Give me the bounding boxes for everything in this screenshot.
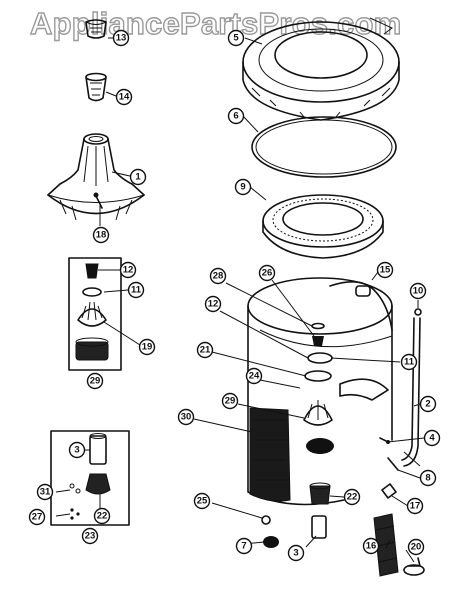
part-1-agitator bbox=[47, 133, 145, 221]
svg-text:16: 16 bbox=[366, 541, 377, 552]
part-18-screw bbox=[93, 192, 103, 209]
svg-text:20: 20 bbox=[411, 542, 422, 553]
svg-text:14: 14 bbox=[119, 92, 130, 103]
callout-13: 13 bbox=[112, 29, 130, 47]
svg-text:12: 12 bbox=[123, 265, 134, 276]
svg-text:30: 30 bbox=[181, 412, 192, 423]
callout-6: 6 bbox=[227, 107, 245, 125]
callout-14: 14 bbox=[115, 88, 133, 106]
svg-text:23: 23 bbox=[85, 531, 96, 542]
callout-12a: 12 bbox=[119, 261, 137, 279]
callout-27: 27 bbox=[28, 508, 46, 526]
svg-text:11: 11 bbox=[131, 285, 142, 296]
callout-24: 24 bbox=[245, 367, 263, 385]
svg-text:22: 22 bbox=[347, 492, 358, 503]
svg-text:31: 31 bbox=[40, 487, 51, 498]
callout-3b: 3 bbox=[287, 544, 305, 562]
svg-text:6: 6 bbox=[233, 111, 238, 122]
callout-31: 31 bbox=[36, 483, 54, 501]
tub-assembly bbox=[247, 277, 425, 577]
part-13-cap bbox=[85, 19, 107, 39]
callout-22a: 22 bbox=[93, 507, 111, 525]
svg-text:5: 5 bbox=[233, 33, 239, 44]
svg-text:21: 21 bbox=[200, 345, 211, 356]
callout-8: 8 bbox=[419, 469, 437, 487]
callout-23: 23 bbox=[81, 527, 99, 545]
svg-text:1: 1 bbox=[135, 172, 141, 183]
svg-text:18: 18 bbox=[96, 230, 107, 241]
svg-text:2: 2 bbox=[425, 399, 430, 410]
callout-11a: 11 bbox=[127, 281, 145, 299]
svg-text:29: 29 bbox=[225, 396, 236, 407]
svg-text:25: 25 bbox=[197, 496, 208, 507]
callout-10: 10 bbox=[409, 282, 427, 300]
callout-30: 30 bbox=[177, 408, 195, 426]
svg-text:13: 13 bbox=[116, 33, 127, 44]
part-9-ring bbox=[262, 194, 384, 259]
callout-12b: 12 bbox=[204, 295, 222, 313]
callout-5: 5 bbox=[227, 29, 245, 47]
svg-text:29: 29 bbox=[90, 376, 101, 387]
svg-text:3: 3 bbox=[293, 548, 298, 559]
svg-text:15: 15 bbox=[380, 265, 391, 276]
svg-text:19: 19 bbox=[142, 342, 153, 353]
svg-text:3: 3 bbox=[74, 445, 79, 456]
svg-text:4: 4 bbox=[429, 433, 435, 444]
callout-3a: 3 bbox=[68, 441, 86, 459]
callout-4: 4 bbox=[423, 429, 441, 447]
callout-19: 19 bbox=[138, 338, 156, 356]
svg-text:7: 7 bbox=[241, 541, 246, 552]
callout-17: 17 bbox=[406, 497, 424, 515]
callout-1: 1 bbox=[129, 168, 147, 186]
svg-text:27: 27 bbox=[32, 512, 43, 523]
callout-2: 2 bbox=[419, 395, 437, 413]
leader-lines bbox=[55, 37, 425, 563]
callout-22b: 22 bbox=[343, 488, 361, 506]
box-23-kit bbox=[50, 430, 130, 526]
svg-text:10: 10 bbox=[413, 286, 424, 297]
svg-text:8: 8 bbox=[425, 473, 430, 484]
box-29-assembly bbox=[68, 257, 122, 371]
callout-21: 21 bbox=[196, 341, 214, 359]
callout-11b: 11 bbox=[400, 353, 418, 371]
svg-text:28: 28 bbox=[213, 271, 224, 282]
svg-text:22: 22 bbox=[97, 511, 108, 522]
callout-16: 16 bbox=[362, 537, 380, 555]
part-6-gasket bbox=[251, 116, 397, 178]
svg-text:17: 17 bbox=[410, 501, 421, 512]
callout-9: 9 bbox=[234, 178, 252, 196]
part-14-cap bbox=[85, 72, 107, 102]
svg-text:9: 9 bbox=[240, 182, 245, 193]
callout-7: 7 bbox=[235, 537, 253, 555]
part-5-tub-ring bbox=[242, 17, 400, 121]
callout-18: 18 bbox=[92, 226, 110, 244]
svg-text:26: 26 bbox=[262, 268, 273, 279]
callout-25: 25 bbox=[193, 492, 211, 510]
callout-28: 28 bbox=[209, 267, 227, 285]
callout-15: 15 bbox=[376, 261, 394, 279]
callout-20: 20 bbox=[407, 538, 425, 556]
callout-26: 26 bbox=[258, 264, 276, 282]
svg-text:11: 11 bbox=[404, 357, 415, 368]
callout-29b: 29 bbox=[221, 392, 239, 410]
callout-29a: 29 bbox=[86, 372, 104, 390]
svg-text:12: 12 bbox=[208, 299, 219, 310]
svg-text:24: 24 bbox=[249, 371, 260, 382]
